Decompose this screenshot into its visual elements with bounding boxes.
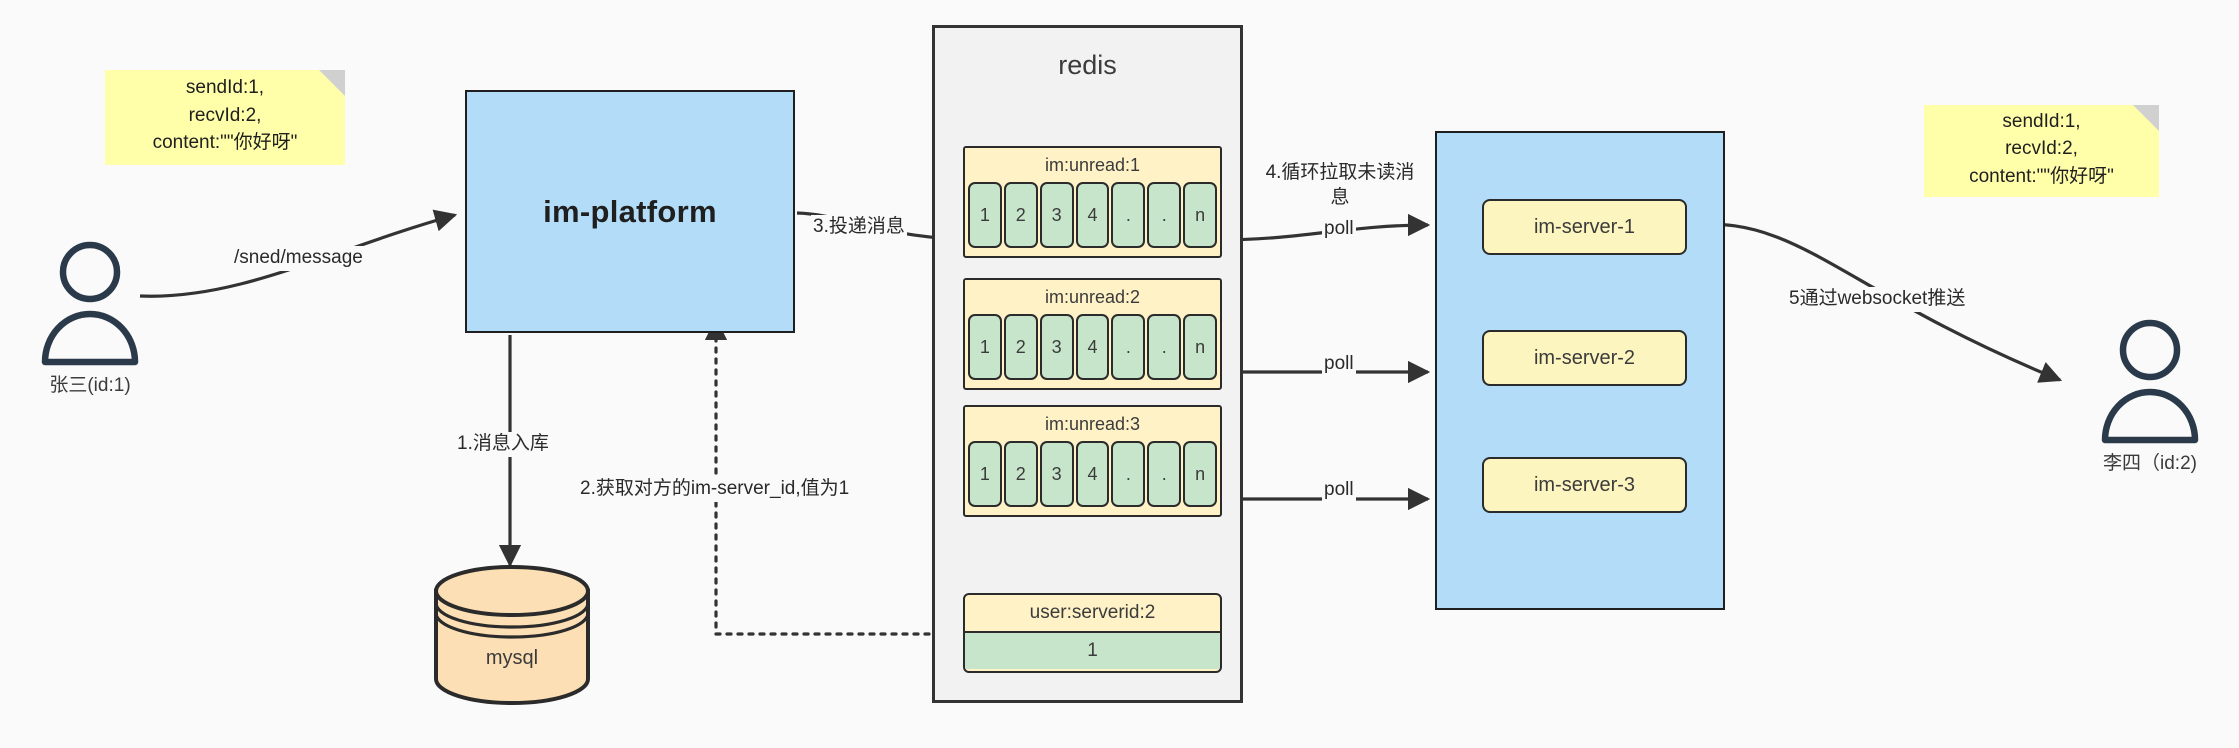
note-sender-payload: sendId:1, recvId:2, content:""你好呀": [105, 70, 345, 165]
edge-label-send-message: /sned/message: [232, 246, 365, 271]
person-icon: [41, 241, 139, 366]
redis-queue-im-unread-3[interactable]: im:unread:3 1 2 3 4 . . n: [963, 405, 1222, 517]
queue-cell: 3: [1039, 314, 1074, 380]
edge-label-poll-2: poll: [1322, 352, 1356, 377]
redis-panel: redis im:unread:1 1 2 3 4 . . n im:unrea…: [932, 25, 1243, 703]
queue-cell: 3: [1039, 441, 1074, 507]
database-cylinder-icon: [434, 565, 590, 705]
im-server-3[interactable]: im-server-3: [1482, 457, 1687, 513]
im-platform-box[interactable]: im-platform: [465, 90, 795, 333]
queue-cells: 1 2 3 4 . . n: [965, 441, 1220, 511]
queue-cell: .: [1147, 314, 1182, 380]
queue-cell: 1: [968, 314, 1002, 380]
im-server-1-label: im-server-1: [1533, 215, 1636, 238]
queue-cell: 2: [1003, 182, 1038, 248]
redis-kv-user-serverid[interactable]: user:serverid:2 1: [963, 593, 1222, 673]
queue-cell: 4: [1075, 182, 1110, 248]
note-sender-payload-text: sendId:1, recvId:2, content:""你好呀": [152, 77, 298, 154]
note-fold-corner: [319, 70, 345, 96]
queue-key-label: im:unread:2: [965, 280, 1220, 314]
queue-cell: 4: [1075, 441, 1110, 507]
edge-label-step5: 5通过websocket推送: [1787, 287, 1968, 312]
redis-queue-im-unread-2[interactable]: im:unread:2 1 2 3 4 . . n: [963, 278, 1222, 390]
queue-cell: 4: [1075, 314, 1110, 380]
queue-cell: 3: [1039, 182, 1074, 248]
note-fold-corner: [2133, 105, 2159, 131]
im-server-3-label: im-server-3: [1533, 473, 1636, 496]
queue-key-label: im:unread:1: [965, 148, 1220, 182]
queue-cell: .: [1147, 441, 1182, 507]
edge-label-poll-3: poll: [1322, 478, 1356, 503]
kv-key-label: user:serverid:2: [1029, 602, 1156, 623]
queue-cell: 2: [1003, 314, 1038, 380]
queue-cell: n: [1183, 441, 1218, 507]
person-icon: [2101, 319, 2199, 444]
edge-label-step4: 4.循环拉取未读消 息: [1258, 161, 1422, 211]
mysql-label: mysql: [485, 647, 539, 669]
queue-cell: .: [1147, 182, 1182, 248]
queue-cell: .: [1111, 182, 1146, 248]
im-platform-label: im-platform: [543, 193, 717, 229]
queue-cell: 1: [968, 182, 1002, 248]
edge-label-step1: 1.消息入库: [455, 432, 551, 457]
actor-sender-label: 张三(id:1): [49, 375, 131, 396]
redis-title: redis: [1058, 50, 1117, 80]
actor-receiver: 李四（id:2): [2090, 318, 2210, 474]
note-receiver-payload: sendId:1, recvId:2, content:""你好呀": [1924, 105, 2159, 197]
actor-sender: 张三(id:1): [30, 240, 150, 396]
queue-cells: 1 2 3 4 . . n: [965, 314, 1220, 384]
queue-cell: .: [1111, 314, 1146, 380]
actor-receiver-label: 李四（id:2): [2103, 453, 2197, 474]
queue-cells: 1 2 3 4 . . n: [965, 182, 1220, 252]
redis-queue-im-unread-1[interactable]: im:unread:1 1 2 3 4 . . n: [963, 146, 1222, 258]
edge-label-step3: 3.投递消息: [811, 215, 907, 240]
note-receiver-payload-text: sendId:1, recvId:2, content:""你好呀": [1969, 110, 2114, 187]
queue-cell: n: [1183, 314, 1218, 380]
im-server-2-label: im-server-2: [1533, 346, 1636, 369]
edge-label-step2: 2.获取对方的im-server_id,值为1: [578, 477, 852, 502]
mysql-database[interactable]: mysql: [428, 565, 596, 705]
kv-value-label: 1: [965, 631, 1220, 669]
queue-cell: 2: [1003, 441, 1038, 507]
im-server-2[interactable]: im-server-2: [1482, 330, 1687, 386]
queue-key-label: im:unread:3: [965, 407, 1220, 441]
queue-cell: .: [1111, 441, 1146, 507]
edge-label-poll-1: poll: [1322, 217, 1356, 242]
queue-cell: 1: [968, 441, 1002, 507]
im-server-1[interactable]: im-server-1: [1482, 199, 1687, 255]
queue-cell: n: [1183, 182, 1218, 248]
